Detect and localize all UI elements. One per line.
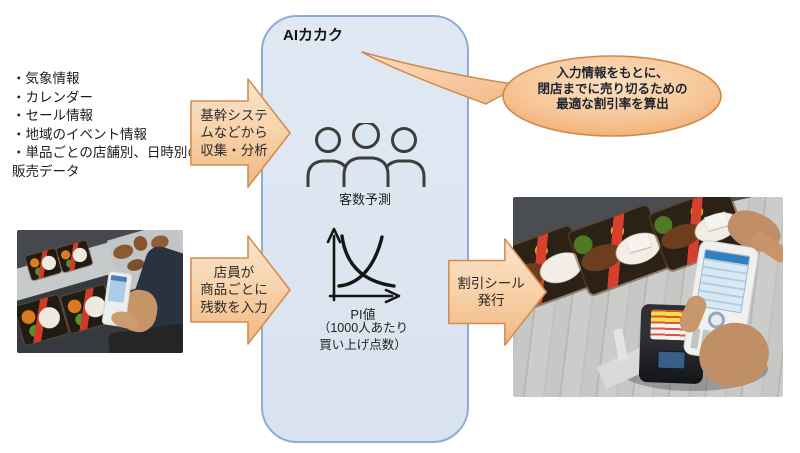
device-screen xyxy=(107,274,128,303)
arrow-label-line: 割引シール xyxy=(457,275,525,291)
price-label xyxy=(626,233,652,253)
list-item: ・単品ごとの店舗別、日時別の販売データ xyxy=(12,145,201,179)
arrow-label-line: 発行 xyxy=(477,293,505,308)
right-arrow-shape xyxy=(448,238,547,346)
pi-curves-chart-icon xyxy=(326,227,401,304)
bubble-body xyxy=(502,55,722,137)
printer-screen xyxy=(657,350,686,370)
customer-forecast-label: 客数予測 xyxy=(338,192,391,207)
bubble-line: 閉店までに売り切るための xyxy=(537,81,688,96)
list-item: ・カレンダー xyxy=(12,89,93,105)
input-data-list: ・気象情報 ・カレンダー ・セール情報 ・地域のイベント情報 ・単品ごとの店舗別… xyxy=(12,70,204,181)
people-group-icon xyxy=(306,123,426,187)
caption-line: 買い上げ点数） xyxy=(319,338,407,352)
arrow-staff-input: 店員が 商品ごとに 残数を入力 xyxy=(190,228,292,352)
speech-bubble xyxy=(361,51,722,137)
arrow-collect-analyze: 基幹システ ムなどから 収集・分析 xyxy=(190,72,292,194)
arrow-label-line: 収集・分析 xyxy=(200,142,268,158)
list-item: ・地域のイベント情報 xyxy=(12,126,147,142)
bubble-line: 最適な割引率を算出 xyxy=(556,97,669,111)
pi-value-label: PI値 xyxy=(350,307,376,322)
list-item: ・セール情報 xyxy=(12,108,93,123)
arrow-label-line: 店員が xyxy=(213,264,255,280)
right-arrow-shape xyxy=(190,78,291,188)
caption-line: （1000人あたり xyxy=(317,321,409,335)
paper-stand xyxy=(613,328,628,362)
photo-discount-sticker-printing xyxy=(513,197,783,397)
right-arrow-shape xyxy=(190,235,291,345)
pi-value-caption: （1000人あたり 買い上げ点数） xyxy=(263,320,463,354)
arrow-label-line: ムなどから xyxy=(200,125,268,141)
ai-kakaku-box xyxy=(261,15,469,443)
bubble-text: 入力情報をもとに、 閉店までに売り切るための 最適な割引率を算出 xyxy=(505,66,720,113)
arrow-issue-discount-sticker: 割引シール 発行 xyxy=(445,232,551,352)
arrow-label-line: 残数を入力 xyxy=(200,299,268,315)
bubble-line: 入力情報をもとに、 xyxy=(556,66,669,80)
ai-box-title: AIカカク xyxy=(283,27,344,44)
arrow-label-line: 商品ごとに xyxy=(200,282,268,298)
list-item: ・気象情報 xyxy=(12,71,80,86)
price-label xyxy=(703,211,729,231)
photo-staff-entering-stock xyxy=(17,230,183,353)
arrow-label-line: 基幹システ xyxy=(200,107,268,123)
